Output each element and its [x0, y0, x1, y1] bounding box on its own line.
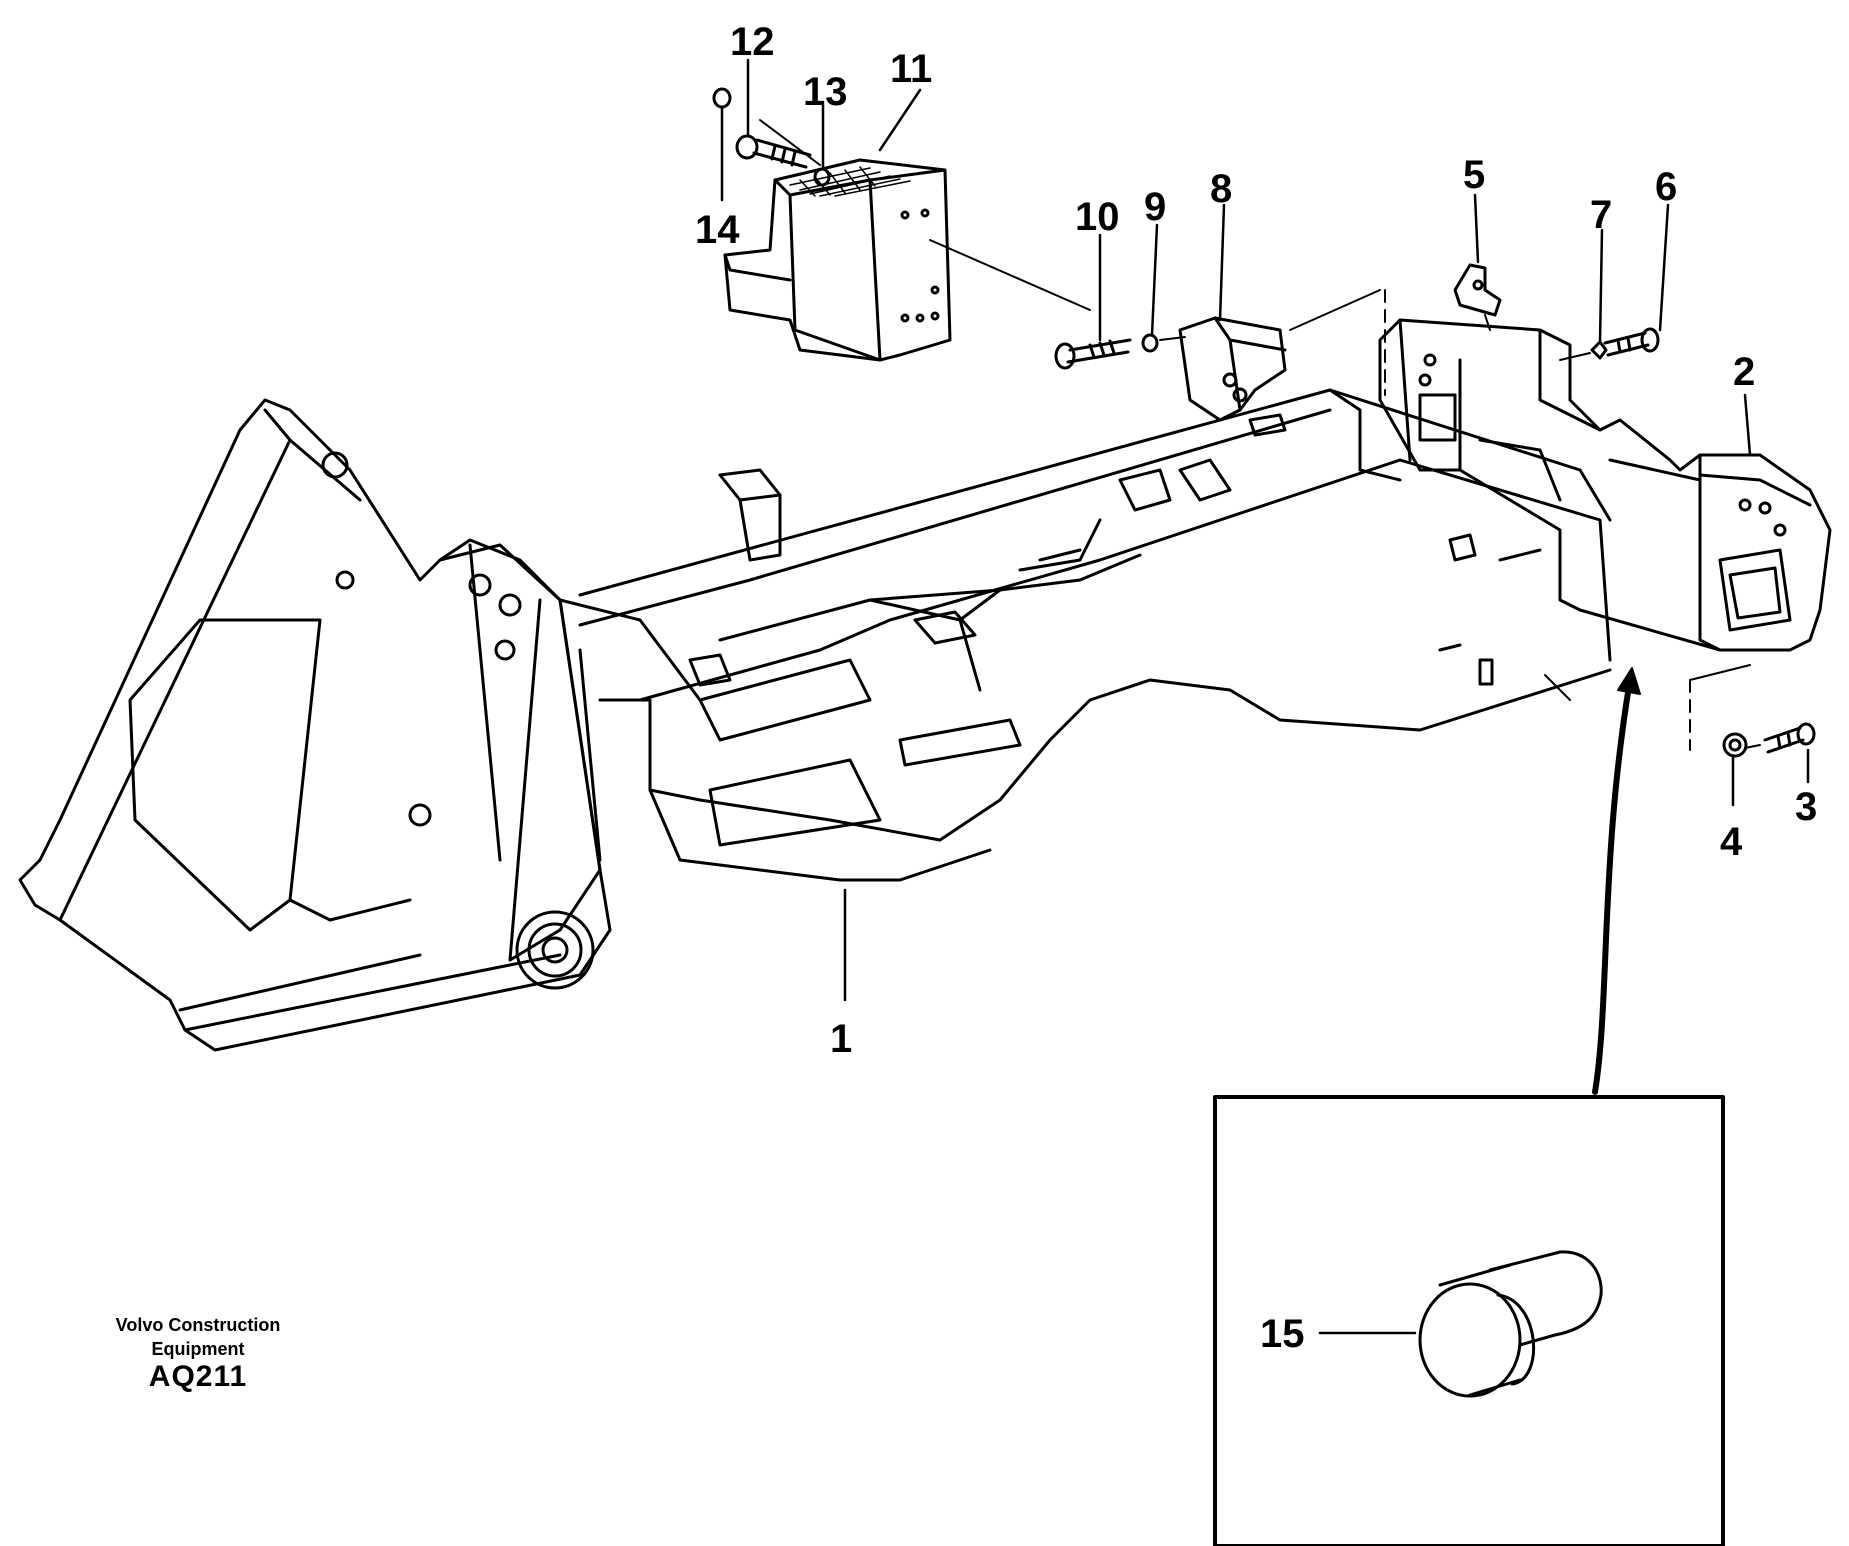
screw-part-3 [1763, 722, 1816, 754]
leader-lines [720, 58, 1810, 1335]
callout-3: 3 [1795, 785, 1817, 829]
screw-part-12 [735, 134, 812, 169]
washer-part-13 [813, 167, 831, 187]
callout-14: 14 [695, 208, 740, 252]
nut-part-14 [712, 87, 732, 109]
caption-code: AQ211 [148, 1360, 248, 1393]
callout-11: 11 [890, 47, 932, 91]
plate-part-5 [1453, 263, 1502, 317]
step-part-11 [723, 158, 952, 362]
callout-4: 4 [1720, 820, 1743, 864]
washer-part-7 [1590, 340, 1608, 360]
caption-company-line2: Equipment [151, 1339, 245, 1359]
callout-2: 2 [1733, 350, 1755, 394]
bracket-part-8 [1178, 316, 1287, 422]
detail-box [1213, 1095, 1725, 1546]
callout-15: 15 [1260, 1312, 1305, 1356]
caption-company: Volvo Construction Equipment [78, 1313, 318, 1361]
callout-8: 8 [1210, 167, 1232, 211]
callout-10: 10 [1075, 195, 1120, 239]
callout-5: 5 [1463, 153, 1485, 197]
washer-part-9 [1141, 333, 1159, 353]
callout-7: 7 [1590, 193, 1612, 237]
counterweight-part-2 [1378, 318, 1832, 652]
screw-part-10 [1054, 338, 1132, 370]
bushing-part-15 [1418, 1250, 1603, 1398]
detail-arrow [1592, 667, 1641, 1095]
callout-12: 12 [730, 20, 775, 64]
rear-frame-part-1 [18, 388, 1612, 1052]
washer-part-4 [1722, 732, 1748, 758]
callout-9: 9 [1144, 185, 1166, 229]
caption-company-line1: Volvo Construction [115, 1315, 281, 1335]
screw-part-6 [1603, 327, 1660, 357]
assembly-lines [759, 119, 1761, 751]
callout-13: 13 [803, 70, 848, 114]
callout-6: 6 [1655, 165, 1677, 209]
callout-labels: 1 2 3 4 5 6 7 8 9 10 11 12 13 14 15 [695, 20, 1817, 1356]
callout-1: 1 [830, 1017, 852, 1061]
